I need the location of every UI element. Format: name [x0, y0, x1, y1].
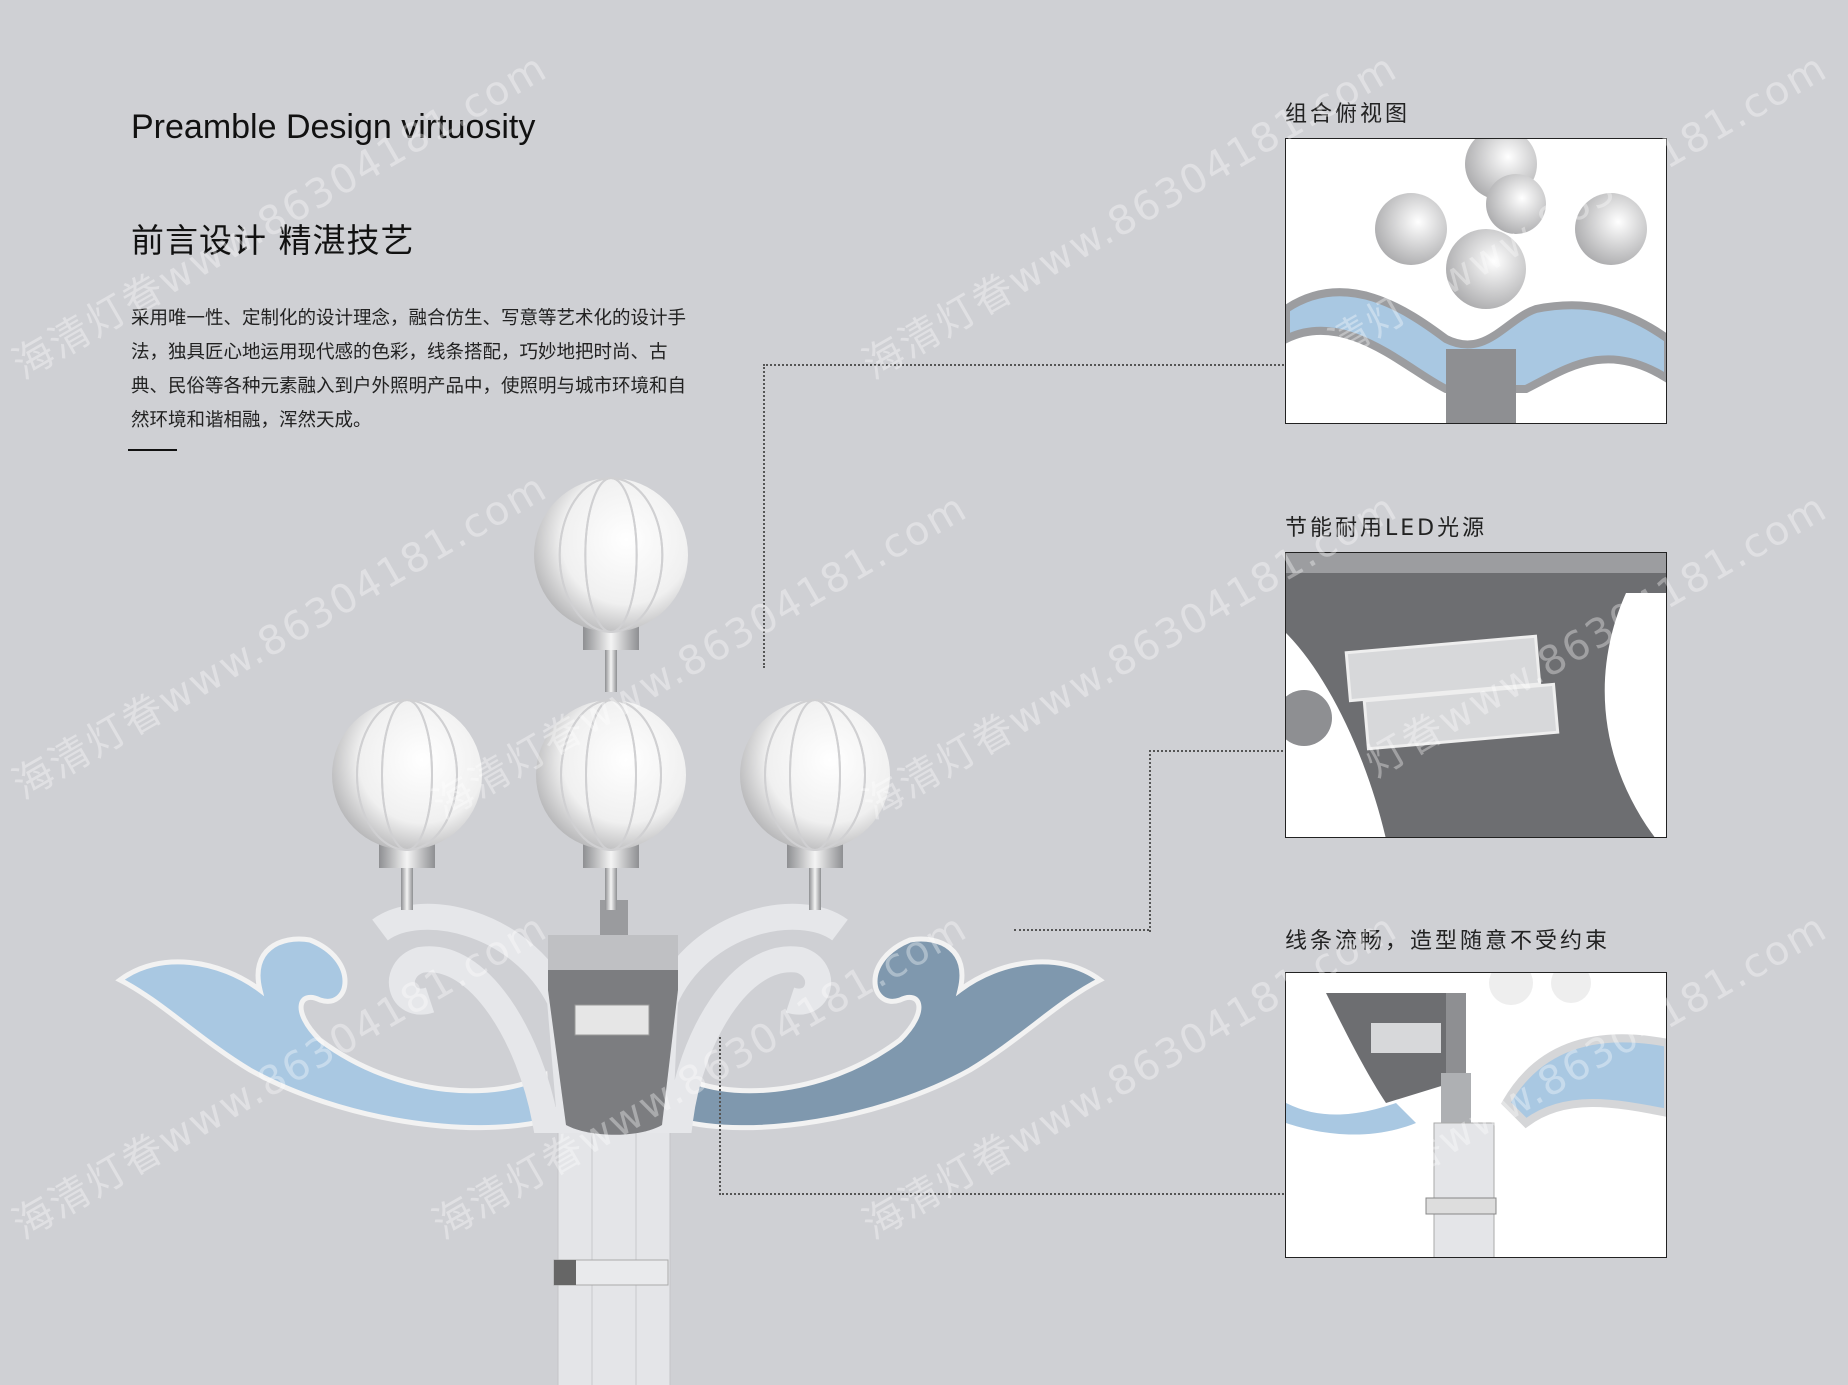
connector-line-3 [719, 1037, 1287, 1195]
panel-label-design: 线条流畅，造型随意不受约束 [1285, 929, 1611, 954]
globe-lamp-3 [332, 700, 482, 850]
globe-rib [560, 699, 662, 851]
connector-line-2b [1014, 929, 1149, 931]
panel-top-view [1285, 138, 1667, 424]
connector-line-1 [763, 364, 1287, 668]
panel-design [1285, 972, 1667, 1258]
connector-line-2a [1149, 750, 1287, 932]
globe-lamp-1 [534, 478, 688, 632]
lamp-arm-detail-image [1286, 973, 1666, 1257]
panel-led [1285, 552, 1667, 838]
street-lamp-illustration [115, 477, 1105, 1385]
globe-rib [558, 477, 664, 633]
panel-label-top-view: 组合俯视图 [1285, 102, 1411, 127]
led-module-closeup-image [1286, 553, 1666, 837]
globe-rib [764, 699, 866, 851]
divider [128, 449, 177, 451]
lamp-top-view-image [1286, 139, 1666, 423]
globe-rib [356, 699, 458, 851]
globe-lamp-2 [536, 700, 686, 850]
title-english: Preamble Design virtuosity [131, 108, 536, 146]
globe-lamp-4 [740, 700, 890, 850]
panel-label-led: 节能耐用LED光源 [1285, 516, 1488, 541]
intro-paragraph: 采用唯一性、定制化的设计理念，融合仿生、写意等艺术化的设计手法，独具匠心地运用现… [131, 308, 687, 431]
title-chinese: 前言设计 精湛技艺 [131, 221, 415, 260]
